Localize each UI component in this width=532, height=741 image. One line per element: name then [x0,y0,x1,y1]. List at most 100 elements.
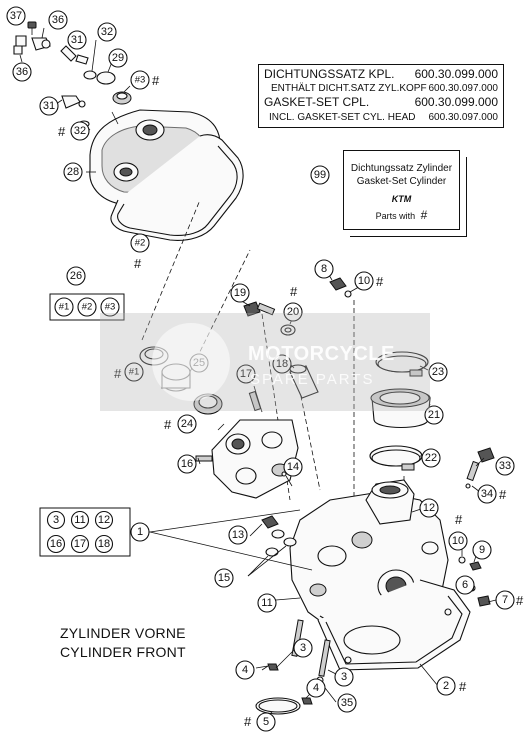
callout-hash-3[interactable]: #3 [130,70,150,90]
hash-marker: # [114,366,122,381]
callout-31-top[interactable]: 31 [67,30,87,50]
callout-36-top[interactable]: 36 [48,10,68,30]
callout-15[interactable]: 15 [214,568,234,588]
callout-6[interactable]: 6 [455,575,475,595]
studs-and-nuts [255,619,331,715]
callout-36-left[interactable]: 36 [12,62,32,82]
callout-hash-1[interactable]: #1 [124,362,144,382]
callout-13[interactable]: 13 [228,525,248,545]
hash-marker: # [516,593,524,608]
svg-text:19: 19 [234,287,246,299]
gasket-ref-3[interactable]: #3 [100,297,120,317]
callout-29[interactable]: 29 [108,48,128,68]
callout-19[interactable]: 19 [230,283,250,303]
callout-10-top[interactable]: 10 [354,271,374,291]
svg-text:33: 33 [499,460,511,472]
callout-34[interactable]: 34 [477,484,497,504]
callout-99[interactable]: 99 [310,165,330,185]
callout-32-left[interactable]: 32 [70,121,90,141]
callout-4-left[interactable]: 4 [235,660,255,680]
group-item-18[interactable]: 18 [94,534,114,554]
callout-22[interactable]: 22 [421,448,441,468]
group-item-11[interactable]: 11 [70,510,90,530]
svg-text:17: 17 [240,368,252,380]
callout-5[interactable]: 5 [256,712,276,732]
callout-11[interactable]: 11 [257,593,277,613]
callout-31-left[interactable]: 31 [39,96,59,116]
note-line-1: DICHTUNGSSATZ KPL. [264,68,394,81]
callout-12[interactable]: 12 [419,498,439,518]
watermark-title: MOTORCYCLE [248,343,395,365]
callout-17[interactable]: 17 [236,364,256,384]
upper-right-bolts [243,277,352,399]
callout-16[interactable]: 16 [177,454,197,474]
note-line-4-number: 600.30.097.000 [428,112,498,123]
svg-text:3: 3 [341,671,347,683]
svg-text:12: 12 [423,502,435,514]
gasket-box-parts-line: Parts with # [344,209,459,222]
svg-text:#1: #1 [59,302,70,313]
caption-line-english: CYLINDER FRONT [60,644,186,660]
gasket-set-note: DICHTUNGSSATZ KPL. 600.30.099.000 ENTHÄL… [258,64,504,128]
valve-cover-bolts-group [13,21,132,131]
hash-marker: # [164,417,172,432]
svg-text:32: 32 [101,26,113,38]
callout-3-left[interactable]: 3 [293,638,313,658]
callout-32-top[interactable]: 32 [97,22,117,42]
group-item-17[interactable]: 17 [70,534,90,554]
svg-text:36: 36 [16,66,28,78]
gasket-ref-1[interactable]: #1 [54,297,74,317]
svg-text:26: 26 [70,270,82,282]
callout-24[interactable]: 24 [177,414,197,434]
hash-marker: # [152,73,160,88]
callout-9[interactable]: 9 [472,540,492,560]
group-item-3[interactable]: 3 [46,510,66,530]
group-item-16[interactable]: 16 [46,534,66,554]
svg-text:35: 35 [341,697,353,709]
caption-line-german: ZYLINDER VORNE [60,625,186,641]
callout-21[interactable]: 21 [424,405,444,425]
callout-20[interactable]: 20 [283,302,303,322]
svg-text:#2: #2 [82,302,93,313]
callout-26[interactable]: 26 [66,266,86,286]
hash-marker: # [134,256,142,271]
valve-cover-gasket [110,134,244,241]
note-line-1-label: DICHTUNGSSATZ KPL. [264,67,395,81]
callout-1[interactable]: 1 [130,522,150,542]
callout-10-mid[interactable]: 10 [448,531,468,551]
callout-8[interactable]: 8 [314,259,334,279]
svg-text:8: 8 [321,263,327,275]
svg-text:37: 37 [10,10,22,22]
svg-text:22: 22 [425,452,437,464]
callout-18[interactable]: 18 [272,354,292,374]
gasket-ref-2[interactable]: #2 [77,297,97,317]
callout-37[interactable]: 37 [6,6,26,26]
svg-text:3: 3 [53,514,59,526]
svg-text:10: 10 [358,275,370,287]
svg-text:18: 18 [276,358,288,370]
hash-marker: # [499,487,507,502]
callout-7[interactable]: 7 [495,590,515,610]
callout-33[interactable]: 33 [495,456,515,476]
callout-14[interactable]: 14 [283,457,303,477]
callout-2[interactable]: 2 [436,676,456,696]
svg-text:11: 11 [74,514,85,526]
svg-text:7: 7 [502,594,508,606]
svg-text:15: 15 [218,572,230,584]
hash-marker: # [455,512,463,527]
callout-hash-2-top[interactable]: #2 [130,233,150,253]
part-group-box: 3 11 12 16 17 18 [39,507,131,557]
group-item-12[interactable]: 12 [94,510,114,530]
callout-28[interactable]: 28 [63,162,83,182]
svg-text:#1: #1 [129,367,140,378]
callout-23[interactable]: 23 [428,362,448,382]
cylinder-head-gasket [317,579,471,671]
svg-text:31: 31 [43,100,55,112]
callout-35[interactable]: 35 [337,693,357,713]
svg-text:14: 14 [287,461,299,473]
callout-3-right[interactable]: 3 [334,667,354,687]
parts-with-label: Parts with [375,211,416,221]
callout-4-right[interactable]: 4 [306,678,326,698]
note-line-3: GASKET-SET CPL. [264,95,370,109]
svg-text:5: 5 [263,716,269,728]
